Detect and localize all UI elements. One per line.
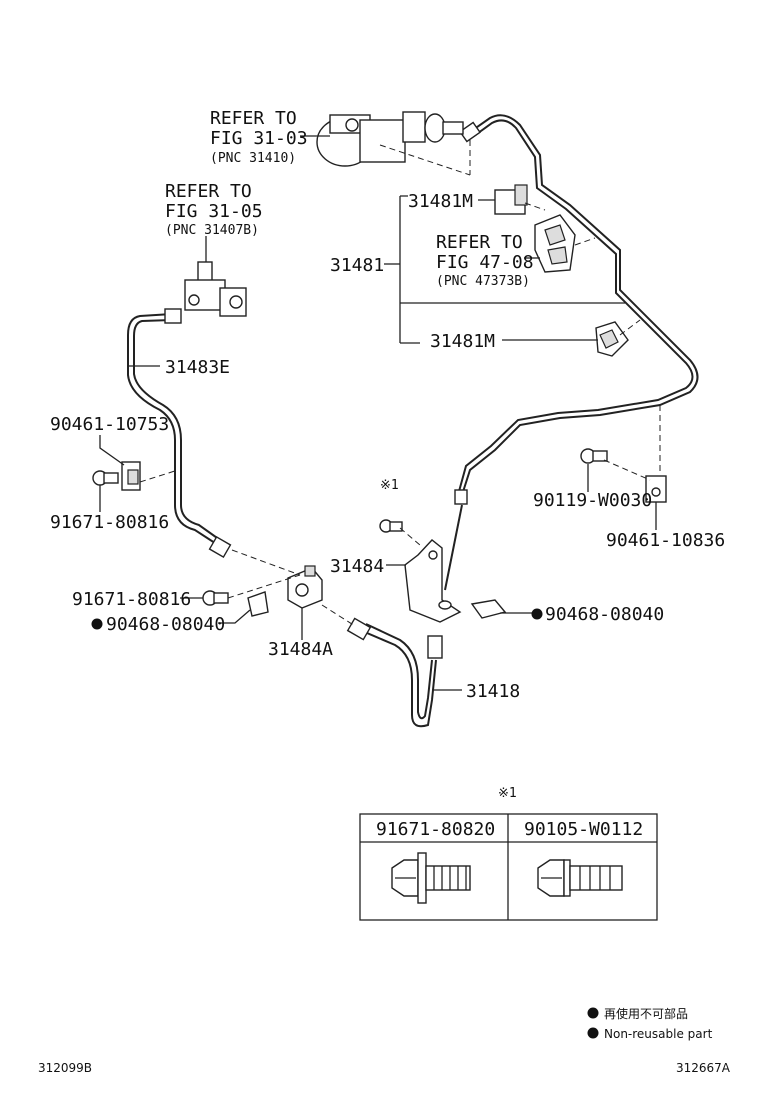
- ref3-line1: REFER TO: [436, 232, 523, 253]
- label-90119-W0030: 90119-W0030: [533, 490, 652, 511]
- bolt-90105-W0112-drawing: [537, 859, 623, 897]
- pipe-31483E-fitting-bottom: [208, 535, 232, 559]
- bracket-31484A: [287, 565, 323, 609]
- legend-jp: 再使用不可部品: [604, 1006, 688, 1021]
- dash-clamp1: [524, 202, 546, 211]
- hose-31418: [359, 629, 437, 728]
- ref3-line2: FIG 47-08: [436, 252, 534, 273]
- leader-31481-bracket: [399, 195, 420, 344]
- dash-bolt-r: [603, 459, 651, 481]
- hose-fitting-left: [346, 617, 372, 641]
- legend-dot-jp: [587, 1007, 599, 1019]
- table-mark: ※1: [498, 786, 517, 801]
- label-31484: 31484: [330, 556, 384, 577]
- table-header-2: 90105-W0112: [524, 819, 643, 840]
- pipe-31483E-fitting-top: [164, 308, 182, 324]
- dash-bolt-note: [399, 527, 421, 546]
- pipe-31481-inner: [457, 119, 694, 496]
- bracket-31484: [404, 539, 462, 623]
- clamp-90461-10836: [645, 475, 667, 503]
- bolt-90119-W0030: [580, 448, 608, 464]
- legend-dot-en: [587, 1027, 599, 1039]
- bolt-91671-80820-drawing: [391, 852, 471, 904]
- hose-31418-inner: [365, 623, 433, 720]
- label-31483E: 31483E: [165, 357, 230, 378]
- ref2-line2: FIG 31-05: [165, 201, 263, 222]
- nonreusable-dot-a: [91, 618, 103, 630]
- ref1-line1: REFER TO: [210, 108, 297, 129]
- pipe-31483E: [127, 313, 219, 546]
- label-90468-08040-b: 90468-08040: [545, 604, 664, 625]
- footer-left-code: 312099B: [38, 1061, 92, 1075]
- bolt-note-1: [379, 519, 403, 533]
- label-90461-10836: 90461-10836: [606, 530, 725, 551]
- ref2-line3: (PNC 31407B): [165, 223, 259, 238]
- label-31481M-bottom: 31481M: [430, 331, 495, 352]
- label-note-1: ※1: [380, 478, 399, 493]
- ref1-line2: FIG 31-03: [210, 128, 308, 149]
- footer-right-code: 312667A: [676, 1061, 731, 1075]
- dash-mc: [379, 144, 471, 176]
- label-90461-10753: 90461-10753: [50, 414, 169, 435]
- dash-pipe-bracket: [231, 549, 301, 576]
- label-31481M-top: 31481M: [408, 191, 473, 212]
- label-31484A: 31484A: [268, 639, 333, 660]
- bolt-91671-80816-lower: [202, 590, 229, 606]
- label-31481: 31481: [330, 255, 384, 276]
- bolt-table: [359, 813, 658, 921]
- dash-bolt-bracket: [227, 574, 301, 599]
- clamp-31481M-bottom: [595, 321, 629, 357]
- label-91671-80816-b: 91671-80816: [72, 589, 191, 610]
- dash-clamp-l: [139, 469, 179, 483]
- leader-90468-a: [218, 609, 251, 624]
- clamp-47373B: [534, 214, 576, 273]
- table-header-1: 91671-80820: [376, 819, 495, 840]
- label-31418: 31418: [466, 681, 520, 702]
- label-90468-08040-a: 90468-08040: [106, 614, 225, 635]
- legend-en: Non-reusable part: [604, 1027, 713, 1041]
- dash-bracket-hose: [321, 604, 356, 627]
- clamp-90461-10753: [121, 461, 141, 491]
- pipe-fitting-top: [459, 121, 481, 143]
- clamp-31481M-top: [494, 184, 528, 215]
- clip-90468-08040-right: [470, 599, 507, 619]
- pipe-to-bracket: [444, 504, 463, 591]
- pipe-fitting-lower: [454, 489, 468, 505]
- dash-clamp2: [574, 237, 596, 246]
- clutch-master-cylinder: [316, 111, 464, 167]
- ref2-line1: REFER TO: [165, 181, 252, 202]
- ref1-line3: (PNC 31410): [210, 151, 296, 166]
- hose-fitting-right: [427, 635, 443, 659]
- bolt-91671-80816-left: [92, 470, 119, 486]
- leader-90461-10753: [99, 435, 125, 466]
- nonreusable-dot-b: [531, 608, 543, 620]
- ref3-line3: (PNC 47373B): [436, 274, 530, 289]
- label-91671-80816-a: 91671-80816: [50, 512, 169, 533]
- clip-90468-08040-left: [247, 591, 269, 617]
- dash-clamp3: [619, 319, 641, 336]
- release-cylinder-fitting: [184, 261, 247, 317]
- pipe-31483E-inner: [133, 319, 221, 541]
- pipe-31481: [461, 114, 699, 496]
